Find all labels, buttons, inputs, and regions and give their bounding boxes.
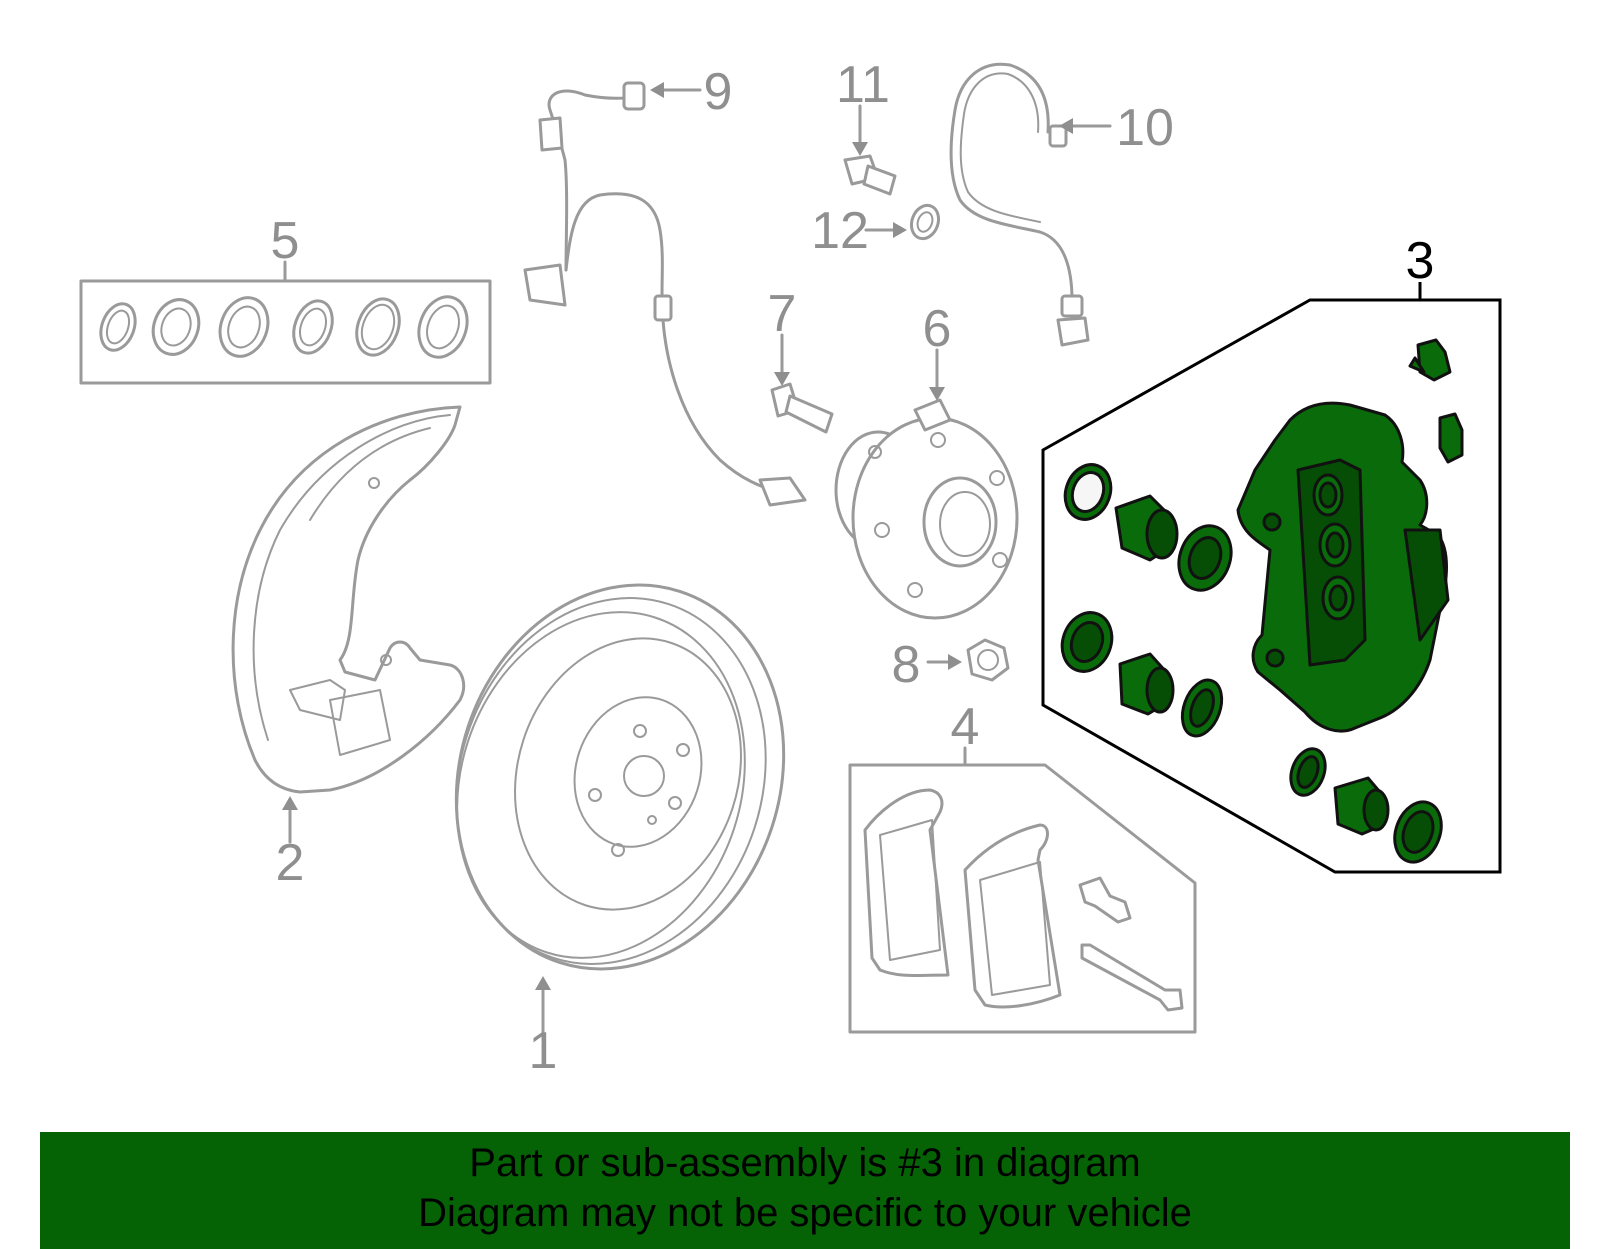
part-10-brake-hose[interactable] [949, 62, 1112, 347]
part-4-pad-kit[interactable] [848, 746, 1197, 1034]
part-5-seal-kit[interactable] [79, 260, 492, 385]
part-9-abs-sensor[interactable] [523, 81, 807, 507]
callout-9: 9 [704, 63, 733, 121]
callout-10: 10 [1116, 99, 1174, 157]
part-7-wheel-stud[interactable] [770, 333, 834, 434]
callout-8: 8 [892, 636, 921, 694]
part-3-caliper-assembly[interactable] [1041, 282, 1502, 874]
callout-4: 4 [951, 698, 980, 756]
part-1-rotor[interactable] [408, 542, 833, 1042]
part-2-dust-shield[interactable] [231, 405, 466, 844]
banner-line-1: Part or sub-assembly is #3 in diagram [469, 1141, 1141, 1185]
callout-6: 6 [923, 300, 952, 358]
callout-11: 11 [836, 56, 890, 114]
callout-5: 5 [271, 212, 300, 270]
banner-line-2: Diagram may not be specific to your vehi… [418, 1191, 1192, 1235]
callout-12: 12 [811, 202, 869, 260]
callout-2: 2 [276, 834, 305, 892]
callout-7: 7 [768, 285, 797, 343]
info-banner: Part or sub-assembly is #3 in diagram Di… [40, 1132, 1570, 1249]
callout-3: 3 [1406, 232, 1435, 290]
part-11-bolt[interactable] [843, 104, 897, 196]
callout-1: 1 [529, 1022, 558, 1080]
part-12-washer[interactable] [864, 202, 943, 243]
part-8-nut[interactable] [926, 638, 1010, 682]
part-6-hub[interactable] [834, 348, 1019, 620]
